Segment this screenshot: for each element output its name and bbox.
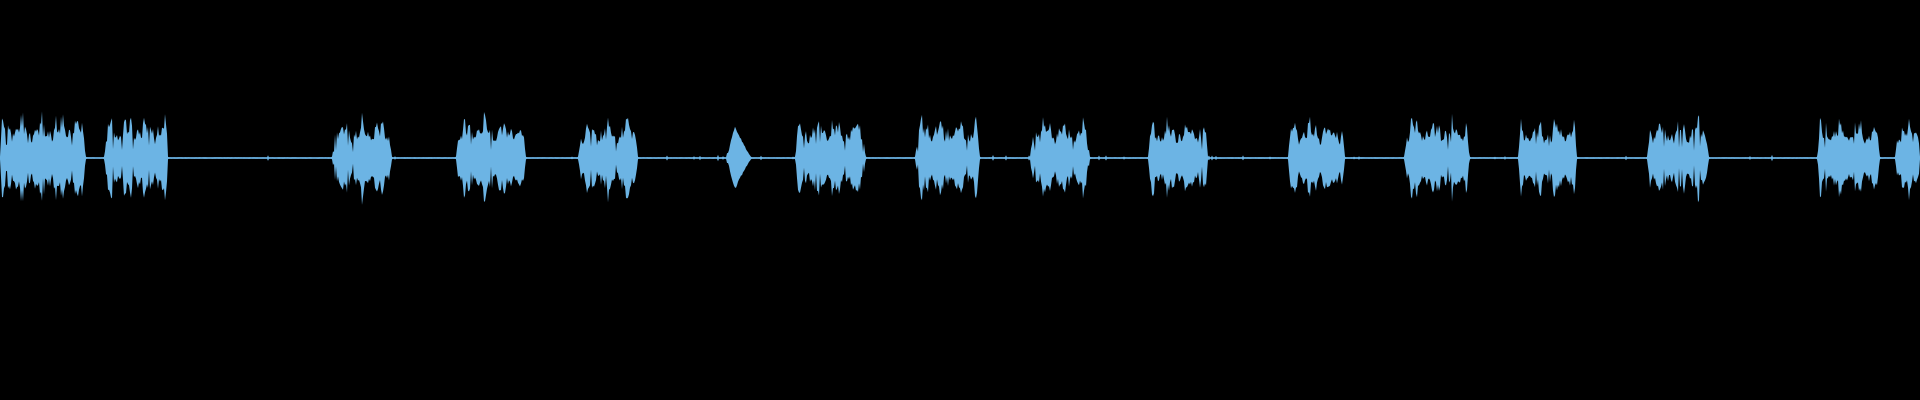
waveform-center-baseline	[0, 157, 1920, 159]
